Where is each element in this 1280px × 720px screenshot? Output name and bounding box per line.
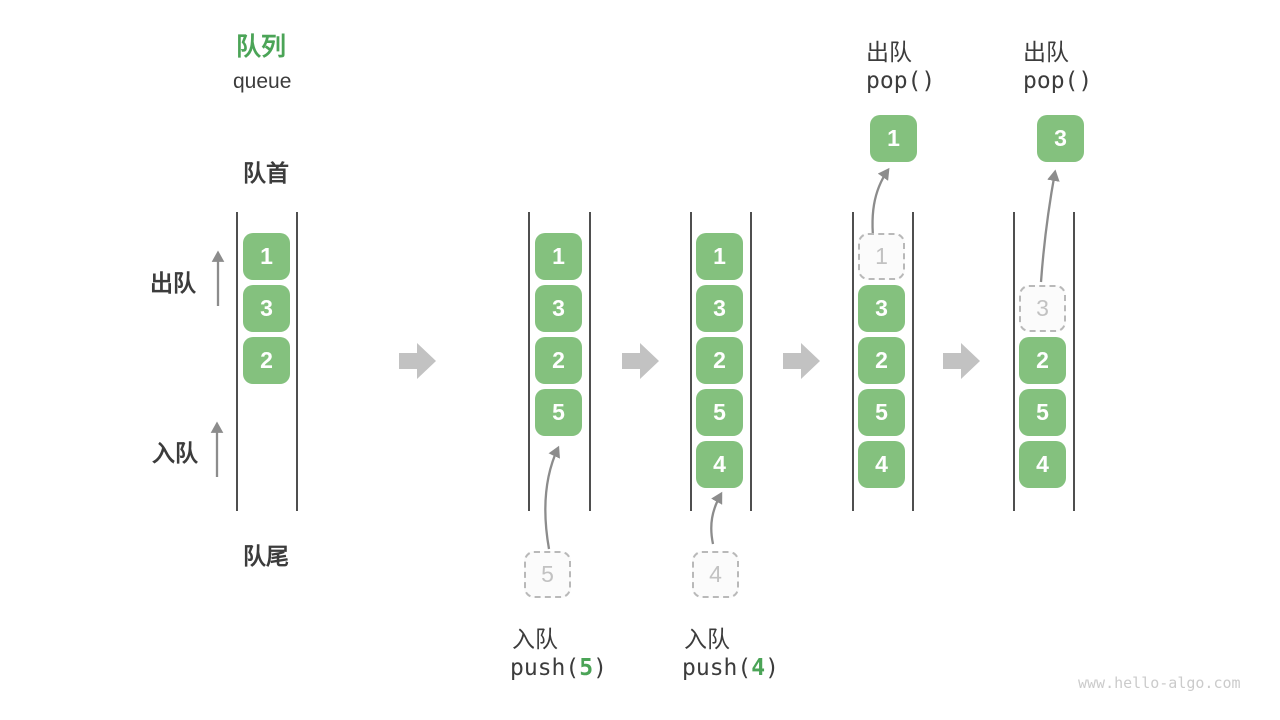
q2-ghost-box: 5 xyxy=(524,551,571,598)
q5-right-wall xyxy=(1073,212,1075,511)
q3-op-call-label: push(4) xyxy=(682,655,779,681)
q3-call-post: ) xyxy=(765,655,779,681)
q5-op-action-label: 出队 xyxy=(1023,39,1069,65)
q2-call-pre: push( xyxy=(510,655,580,681)
q2-op-call-label: push(5) xyxy=(510,655,607,681)
queue-rear-label: 队尾 xyxy=(243,543,289,569)
push-5-arrow-icon xyxy=(544,445,560,550)
q4-right-wall xyxy=(912,212,914,511)
q3-ghost-box: 4 xyxy=(692,551,739,598)
q3-call-arg: 4 xyxy=(751,655,766,681)
q5-left-wall xyxy=(1013,212,1015,511)
watermark: www.hello-algo.com xyxy=(1078,674,1241,692)
q5-box: 4 xyxy=(1019,441,1066,488)
q1-right-wall xyxy=(296,212,298,511)
q3-call-pre: push( xyxy=(682,655,752,681)
queue-front-label: 队首 xyxy=(243,160,289,186)
q2-left-wall xyxy=(528,212,530,511)
q4-box: 4 xyxy=(858,441,905,488)
q3-box: 5 xyxy=(696,389,743,436)
q2-box: 3 xyxy=(535,285,582,332)
q1-left-wall xyxy=(236,212,238,511)
transition-block-arrow-icon xyxy=(399,343,436,379)
q1-box: 2 xyxy=(243,337,290,384)
transition-block-arrow-icon xyxy=(943,343,980,379)
transition-block-arrow-icon xyxy=(622,343,659,379)
q5-box: 5 xyxy=(1019,389,1066,436)
q3-box: 1 xyxy=(696,233,743,280)
q2-box: 1 xyxy=(535,233,582,280)
q2-box: 5 xyxy=(535,389,582,436)
q1-box: 3 xyxy=(243,285,290,332)
q4-ghost-box: 1 xyxy=(858,233,905,280)
q5-ghost-box: 3 xyxy=(1019,285,1066,332)
q3-box: 2 xyxy=(696,337,743,384)
q5-box: 2 xyxy=(1019,337,1066,384)
q4-op-call-label: pop() xyxy=(866,68,936,94)
q2-box: 2 xyxy=(535,337,582,384)
q4-popped-box: 1 xyxy=(870,115,917,162)
q2-right-wall xyxy=(589,212,591,511)
q3-box: 4 xyxy=(696,441,743,488)
q5-popped-box: 3 xyxy=(1037,115,1084,162)
q4-box: 2 xyxy=(858,337,905,384)
enqueue-side-label: 入队 xyxy=(152,440,198,466)
q3-box: 3 xyxy=(696,285,743,332)
q4-box: 5 xyxy=(858,389,905,436)
q1-box: 1 xyxy=(243,233,290,280)
pop-3-arrow-icon xyxy=(1039,169,1060,283)
q2-call-arg: 5 xyxy=(579,655,594,681)
q3-right-wall xyxy=(750,212,752,511)
q3-left-wall xyxy=(690,212,692,511)
q2-call-post: ) xyxy=(593,655,607,681)
diagram-title-en: queue xyxy=(233,70,292,93)
q5-op-call-label: pop() xyxy=(1023,68,1093,94)
dequeue-side-label: 出队 xyxy=(150,270,196,296)
diagram-title-zh: 队列 xyxy=(236,33,287,61)
transition-block-arrow-icon xyxy=(783,343,820,379)
q4-box: 3 xyxy=(858,285,905,332)
q4-op-action-label: 出队 xyxy=(866,39,912,65)
q2-op-action-label: 入队 xyxy=(512,626,558,652)
q3-op-action-label: 入队 xyxy=(684,626,730,652)
push-4-arrow-icon xyxy=(710,491,723,545)
q4-left-wall xyxy=(852,212,854,511)
